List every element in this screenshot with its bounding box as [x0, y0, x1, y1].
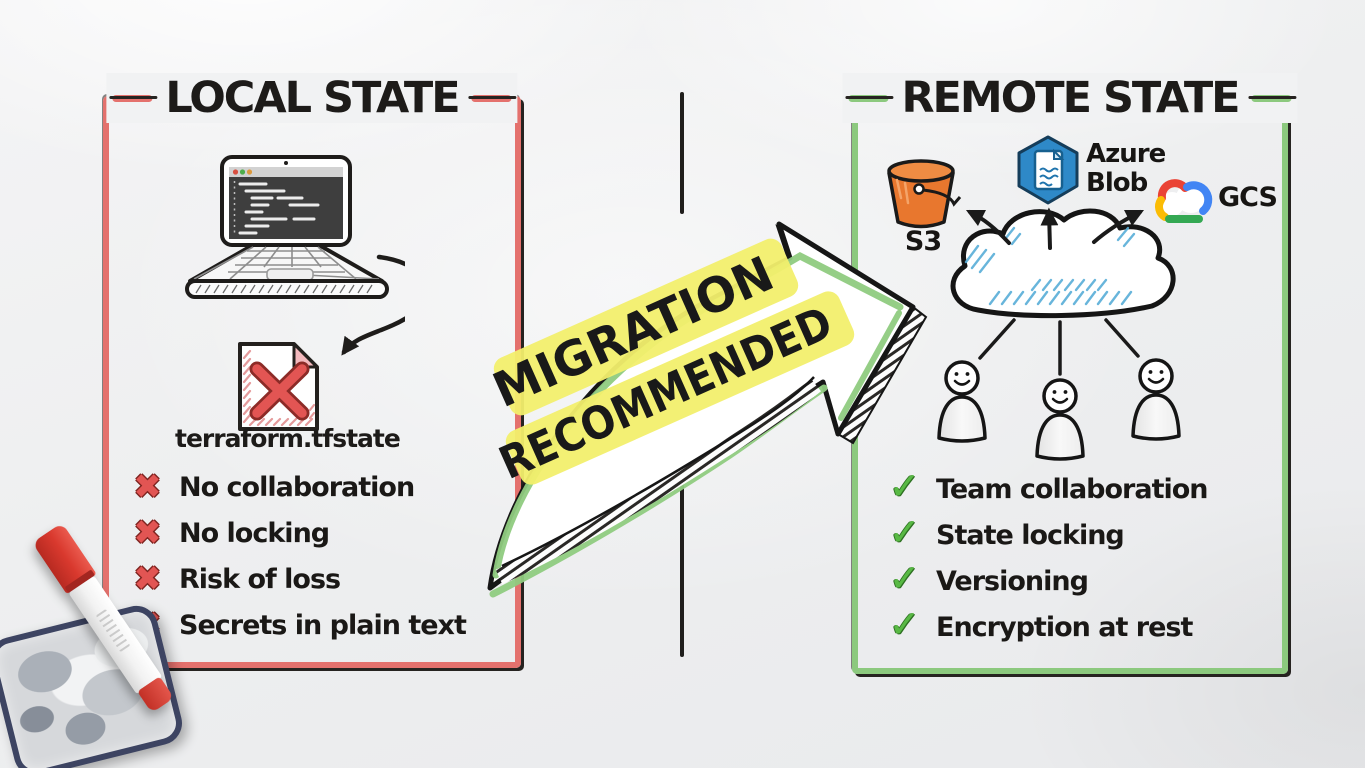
remote-state-title-text: REMOTE STATE [901, 73, 1240, 123]
title-dash-left [845, 94, 894, 102]
divider-segment-top [680, 92, 684, 214]
remote-benefit-item: ✓ Versioning [884, 556, 1208, 604]
divider-segment-bottom [680, 452, 684, 657]
remote-state-drawing [887, 135, 1213, 461]
local-issue-item: ✖ Risk of loss [127, 556, 466, 602]
remote-benefit-item: ✓ State locking [884, 510, 1208, 558]
x-mark-icon: ✖ [133, 513, 162, 553]
local-issue-label: No collaboration [179, 471, 415, 503]
remote-state-title: REMOTE STATE [842, 73, 1298, 123]
remote-benefit-label: Team collaboration [936, 473, 1209, 505]
s3-label: S3 [904, 226, 942, 257]
local-issue-item: ✖ Secrets in plain text [127, 602, 467, 648]
local-state-drawing [185, 155, 405, 431]
title-dash-left [109, 94, 158, 102]
local-state-title-text: LOCAL STATE [165, 73, 460, 123]
remote-benefit-label: State locking [936, 519, 1125, 551]
laptop-to-file-arrow [341, 254, 405, 356]
x-mark-icon: ✖ [133, 467, 162, 507]
check-mark-icon: ✓ [888, 510, 921, 554]
gcs-label: GCS [1218, 182, 1278, 213]
title-dash-right [468, 94, 517, 102]
local-issue-item: ✖ No locking [127, 510, 466, 556]
user-icon [1035, 378, 1085, 461]
migration-arrow: MIGRATION RECOMMENDED [485, 221, 928, 598]
tfstate-file-label: terraform.tfstate [175, 424, 401, 453]
gcs-cloud-icon [1155, 179, 1213, 223]
check-mark-icon: ✓ [888, 556, 921, 600]
s3-bucket-icon [887, 159, 962, 229]
azure-blob-label: Azure Blob [1086, 139, 1166, 198]
cloud-icon [950, 208, 1176, 319]
user-icon [937, 360, 987, 443]
laptop-icon [185, 155, 389, 299]
remote-benefit-item: ✓ Team collaboration [884, 464, 1209, 512]
azure-blob-icon [1017, 135, 1079, 205]
local-issue-item: ✖ No collaboration [127, 464, 466, 510]
remote-benefit-label: Encryption at rest [936, 611, 1193, 643]
check-mark-icon: ✓ [888, 602, 921, 646]
remote-benefit-item: ✓ Encryption at rest [884, 602, 1208, 650]
tfstate-file-icon [238, 342, 319, 431]
title-dash-right [1248, 94, 1297, 102]
cloud-to-provider-arrows [965, 207, 1145, 250]
local-issue-label: No locking [179, 517, 330, 549]
local-issue-label: Secrets in plain text [179, 609, 467, 641]
x-mark-icon: ✖ [133, 559, 162, 599]
remote-benefits-list: ✓ Team collaboration ✓ State locking ✓ V… [884, 464, 1209, 650]
user-icon [1131, 358, 1181, 441]
check-mark-icon: ✓ [888, 464, 921, 508]
local-issue-label: Risk of loss [179, 563, 341, 595]
remote-benefit-label: Versioning [936, 565, 1089, 597]
cloud-to-user-lines [978, 318, 1140, 376]
local-state-title: LOCAL STATE [106, 73, 518, 123]
local-issues-list: ✖ No collaboration ✖ No locking ✖ Risk o… [127, 464, 467, 648]
